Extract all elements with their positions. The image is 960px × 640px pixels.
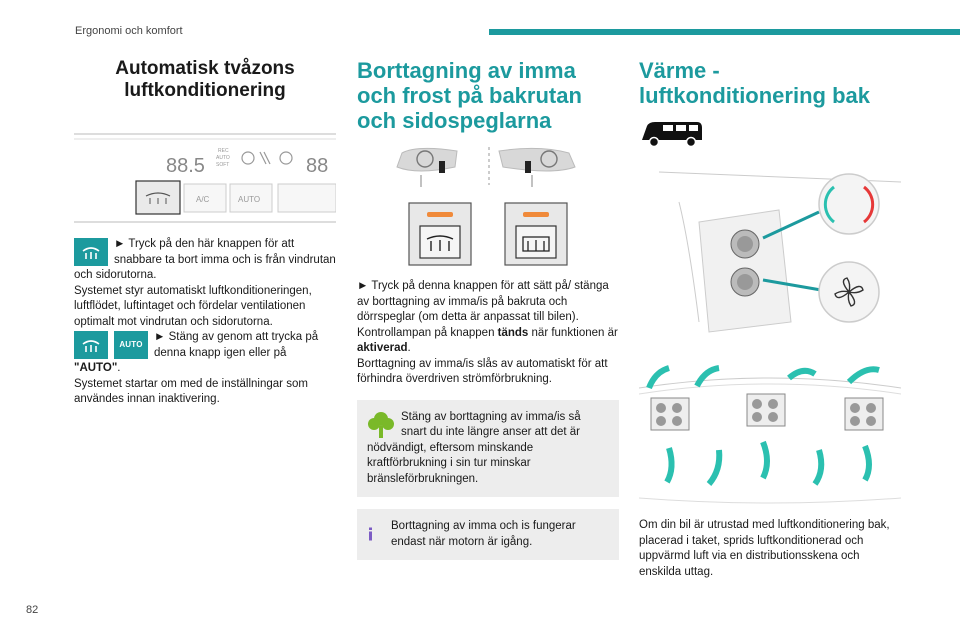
page-number: 82	[26, 604, 39, 616]
info-icon	[369, 527, 372, 541]
eco-note: Stäng av borttagning av imma/is så snart…	[357, 399, 619, 497]
section-title-auto-ac: Automatisk tvåzons luftkonditionering	[115, 58, 295, 101]
section-header: Ergonomi och komfort	[75, 25, 183, 37]
panel-auto-button: AUTO	[238, 195, 260, 204]
rear-hvac-knobs-illustration	[658, 171, 901, 333]
ceiling-vents-illustration	[639, 365, 901, 504]
panel-display-right: 88	[306, 155, 328, 177]
section-title-rear-defrost: Borttagning av imma och frost på bakruta…	[357, 58, 582, 133]
panel-soft-label: SOFT	[216, 162, 229, 168]
col1-p2-lead: ► Stäng av genom att trycka på denna kna…	[154, 331, 319, 359]
panel-rec-label: REC	[218, 148, 229, 154]
panel-auto-label: AUTO	[216, 155, 230, 161]
info-note: Borttagning av imma och is fungerar enda…	[357, 509, 619, 560]
col2-p2b: tänds	[497, 326, 529, 339]
rear-defrost-icon	[74, 238, 108, 266]
col2-p2d: aktiverad	[357, 342, 408, 354]
section-title-rear-hvac: Värme - luftkonditionering bak	[639, 58, 870, 108]
col2-p2e: .	[407, 342, 411, 354]
col1-p2-rest: Systemet startar om med de inställningar…	[74, 377, 308, 406]
col1-p1-lead: ► Tryck på den här knappen för att snabb…	[74, 238, 336, 281]
col2-p1: ► Tryck på denna knappen för att sätt på…	[357, 280, 609, 323]
col2-p3: Borttagning av imma/is slås av automatis…	[357, 357, 608, 386]
defrost-icon	[74, 331, 108, 359]
col2-p2a: Kontrollampan på knappen	[357, 326, 498, 339]
col3-body: Om din bil är utrustad med luftkondition…	[639, 519, 890, 578]
col2-p2c: när funktionen är	[528, 326, 618, 339]
eco-tree-icon	[368, 411, 394, 438]
header-accent-bar	[489, 29, 960, 35]
info-note-text: Borttagning av imma och is fungerar enda…	[391, 520, 576, 548]
col1-p1-rest: Systemet styr automatiskt luftkonditione…	[74, 284, 312, 328]
column-rear-hvac: Värme - luftkonditionering bak	[639, 58, 901, 580]
auto-button-icon: AUTO	[114, 331, 148, 359]
eco-note-text: Stäng av borttagning av imma/is så snart…	[367, 410, 581, 485]
panel-ac-button: A/C	[196, 195, 210, 204]
ac-control-panel-illustration: 88.5 REC AUTO SOFT 88 A/C AUTO	[74, 133, 336, 223]
col1-p2-end: .	[117, 362, 121, 374]
col1-p2-auto: "AUTO"	[74, 362, 118, 374]
rear-defrost-buttons-illustration	[408, 202, 568, 266]
van-silhouette-icon	[642, 122, 702, 148]
mirror-defrost-illustration	[396, 147, 576, 187]
column-rear-defrost: Borttagning av imma och frost på bakruta…	[357, 58, 619, 560]
column-auto-dual-zone: Automatisk tvåzons luftkonditionering 88…	[74, 58, 336, 408]
panel-display-left: 88.5	[166, 155, 205, 177]
